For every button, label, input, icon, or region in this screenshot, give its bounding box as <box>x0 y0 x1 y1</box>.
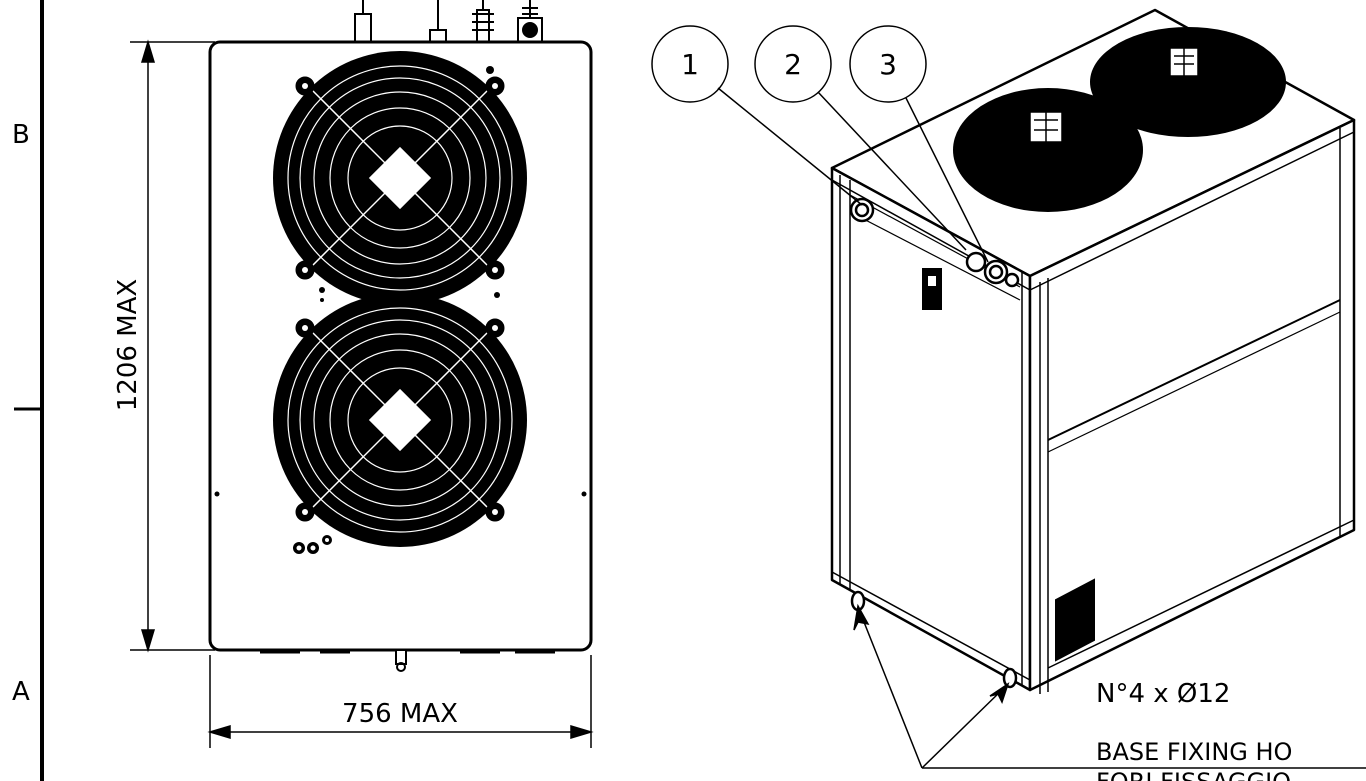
bottom-drain <box>260 649 555 672</box>
base-fixing-note-en: BASE FIXING HO <box>1096 738 1292 766</box>
callout-2: 2 <box>754 25 967 251</box>
zone-label-b: B <box>12 120 30 150</box>
callout-2-label: 2 <box>784 48 802 81</box>
top-connectors <box>354 0 543 44</box>
iso-fan-front <box>953 88 1143 212</box>
base-hole-leaders <box>853 603 1366 769</box>
zone-label-a: A <box>12 677 30 707</box>
callout-1: 1 <box>651 25 863 206</box>
fan-bottom <box>273 293 527 547</box>
width-dimension-label: 756 MAX <box>342 699 458 729</box>
base-fixing-note-it: FORI FISSAGGIO <box>1096 768 1291 781</box>
height-dimension-label: 1206 MAX <box>113 279 143 411</box>
callout-3-label: 3 <box>879 48 897 81</box>
callout-3: 3 <box>849 25 989 263</box>
drain-holes-icon <box>296 538 329 551</box>
holes-note: N°4 x Ø12 <box>1096 679 1230 709</box>
iso-electrical-box <box>922 268 942 310</box>
top-view <box>208 0 593 672</box>
width-dimension <box>207 655 594 748</box>
iso-vent-grille <box>1055 578 1095 662</box>
drawing-frame: B A <box>12 0 44 781</box>
callout-1-label: 1 <box>681 48 699 81</box>
iso-fan-rear <box>1090 27 1286 137</box>
iso-side-face <box>1028 118 1356 692</box>
fan-top <box>273 51 527 305</box>
iso-connections <box>849 197 1020 288</box>
height-dimension <box>130 39 215 653</box>
